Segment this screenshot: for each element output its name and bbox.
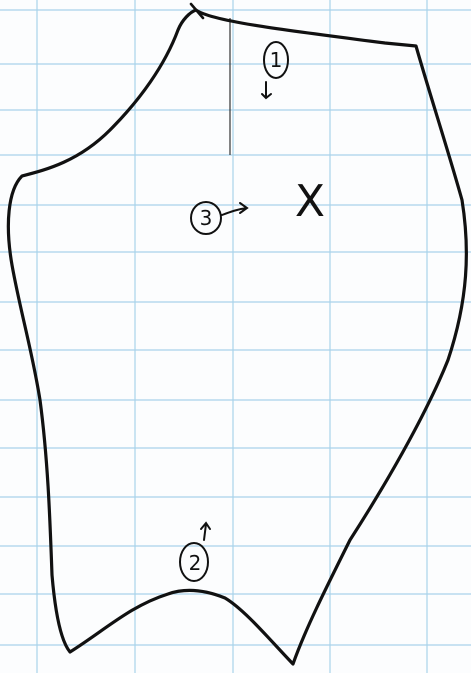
- marker-2-up-arrow-icon: [201, 523, 210, 540]
- marker-2-label: 2: [189, 551, 202, 575]
- specimen-outline: [8, 10, 466, 664]
- center-x-mark: X: [295, 176, 325, 227]
- marker-3: 3: [191, 202, 247, 234]
- marker-2: 2: [180, 523, 210, 581]
- marker-1-down-arrow-icon: [262, 82, 271, 98]
- vertical-grid-lines: [37, 0, 427, 673]
- horizontal-grid-lines: [0, 10, 471, 645]
- marker-3-label: 3: [200, 206, 213, 230]
- marker-1-label: 1: [270, 48, 283, 72]
- marker-1: 1: [262, 42, 288, 98]
